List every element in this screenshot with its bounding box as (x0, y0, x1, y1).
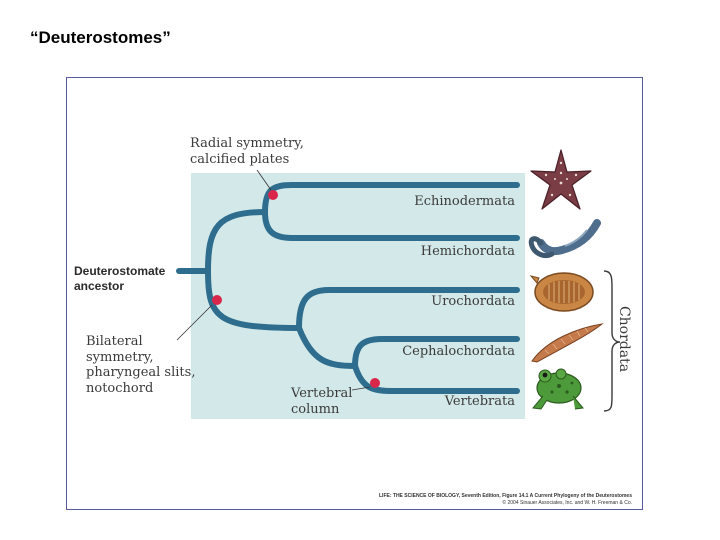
trait-label-bilateral-line2: symmetry, (86, 350, 154, 365)
trait-label-vertebral-line2: column (291, 402, 340, 417)
chordata-bracket (603, 270, 621, 412)
trait-label-radial-line1: Radial symmetry, (190, 136, 304, 151)
trait-marker-radial-symmetry (268, 190, 278, 200)
branch-ambulacraria (205, 209, 268, 274)
trait-label-radial-line2: calcified plates (190, 152, 289, 167)
branch-echinodermata (262, 182, 520, 215)
ancestor-label-line2: ancestor (74, 279, 124, 293)
starfish-illustration (530, 149, 592, 210)
acorn-worm-illustration (528, 219, 601, 259)
trait-marker-vertebral-column (370, 378, 380, 388)
figure-credit-line2: © 2004 Sinauer Associates, Inc. and W. H… (502, 500, 632, 506)
phylogeny-tree-svg: Echinodermata Hemichordata Urochordata C… (74, 136, 632, 419)
taxon-label-hemichordata: Hemichordata (421, 244, 516, 259)
lancelet-illustration (531, 323, 604, 363)
chordata-group-label: Chordata (616, 306, 632, 372)
leader-radial (256, 169, 272, 191)
trait-label-bilateral-line1: Bilateral (86, 334, 143, 349)
slide-title: “Deuterostomes” (30, 28, 171, 47)
tunicate-illustration (529, 272, 594, 312)
leader-bilateral (176, 304, 213, 341)
figure-credit-line1: LIFE: THE SCIENCE OF BIOLOGY, Seventh Ed… (379, 493, 632, 499)
branch-urochordata (296, 287, 520, 331)
trait-label-vertebral-line1: Vertebral (290, 386, 352, 401)
leader-vertebral (351, 386, 371, 391)
taxon-label-cephalochordata: Cephalochordata (402, 344, 515, 359)
taxon-label-vertebrata: Vertebrata (444, 394, 516, 409)
trait-label-bilateral-line3: pharyngeal slits, (86, 365, 195, 380)
branch-olfactores (296, 325, 358, 369)
ancestor-label-line1: Deuterostomate (74, 264, 166, 278)
taxon-label-urochordata: Urochordata (431, 294, 515, 309)
phylogeny-figure: Echinodermata Hemichordata Urochordata C… (66, 77, 643, 510)
branch-chordata (205, 268, 302, 331)
leader-lines (176, 169, 371, 391)
branch-hemichordata (262, 209, 520, 241)
frog-illustration (532, 368, 584, 410)
branch-vertebrata (352, 363, 520, 394)
branch-cephalochordata (352, 336, 520, 369)
tree-branches (176, 182, 520, 394)
taxon-label-echinodermata: Echinodermata (414, 194, 515, 209)
trait-label-bilateral-line4: notochord (86, 381, 153, 396)
trait-marker-bilateral-symmetry (212, 295, 222, 305)
